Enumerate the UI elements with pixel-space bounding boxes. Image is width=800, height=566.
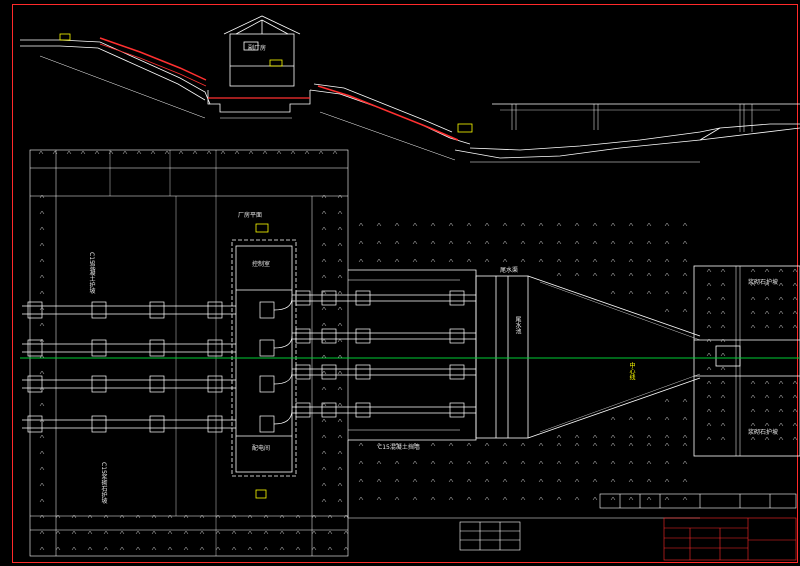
tailrace-label: 尾水渠 <box>500 267 519 274</box>
intake-annotation: C15混凝土护坡 <box>88 252 95 294</box>
drawing-border <box>12 4 798 563</box>
pump-room-label: 配电间 <box>252 445 271 452</box>
control-room-elev-label: 副厂房 <box>248 45 267 52</box>
centerline-label: 中心线 <box>628 362 635 380</box>
penstock-unit-2 <box>22 328 476 357</box>
title-block <box>459 493 797 561</box>
plan-view <box>22 149 800 557</box>
right-upper-label: 浆砌石护坡 <box>748 279 779 286</box>
control-room-label: 控制室 <box>252 261 271 268</box>
penstock-unit-4 <box>22 402 476 433</box>
right-lower-label: 浆砌石护坡 <box>748 429 779 436</box>
elevation-section <box>20 15 800 163</box>
powerhouse-plan-label: 厂房平面 <box>238 212 263 219</box>
rock-hatching <box>38 150 798 551</box>
left-bank-label: C15浆砌石护坡 <box>100 462 107 504</box>
channel-wall-label: C15混凝土挡墙 <box>378 444 420 451</box>
penstock-pipes <box>22 290 476 433</box>
penstock-unit-1 <box>22 290 476 319</box>
forebay-label: 尾水池 <box>514 316 521 334</box>
penstock-unit-3 <box>22 364 476 393</box>
